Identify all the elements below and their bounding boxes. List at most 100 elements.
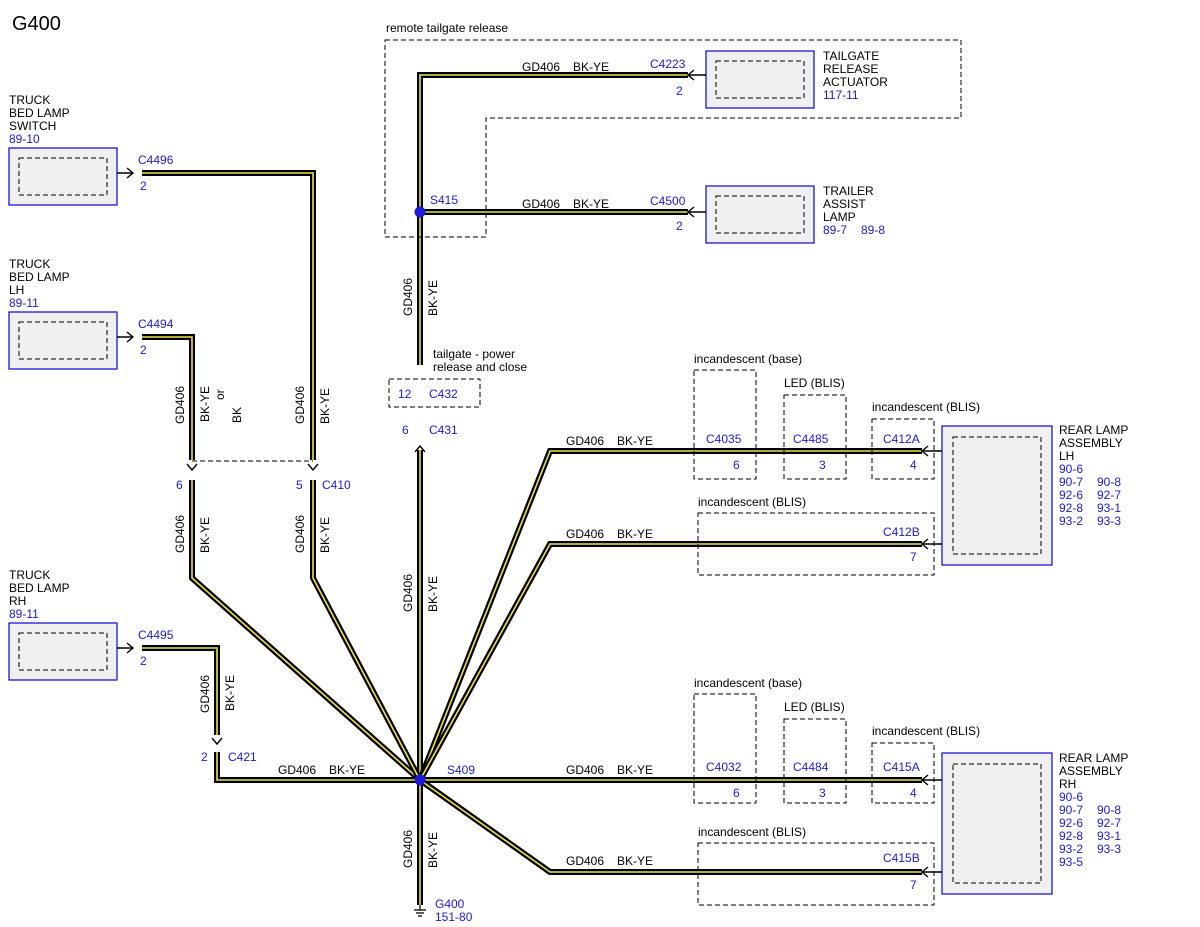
diagram-label: TRUCK xyxy=(9,257,50,271)
diagram-label: incandescent (BLIS) xyxy=(872,400,980,414)
diagram-label: 89-11 xyxy=(9,607,39,621)
diagram-label: BK-YE xyxy=(617,854,653,868)
diagram-label: BK-YE xyxy=(617,434,653,448)
diagram-label: 2 xyxy=(676,219,683,233)
diagram-label: BK-YE xyxy=(329,763,365,777)
component-boxes xyxy=(8,50,1053,895)
diagram-shape xyxy=(414,444,426,453)
diagram-label: BK-YE xyxy=(617,763,653,777)
diagram-label: incandescent (BLIS) xyxy=(698,495,806,509)
diagram-label: BK-YE xyxy=(223,675,237,711)
diagram-label: incandescent (base) xyxy=(694,676,802,690)
remote-tailgate-region xyxy=(384,39,962,238)
diagram-label: BK-YE xyxy=(426,280,440,316)
diagram-label: C4496 xyxy=(138,153,174,167)
splice-s415 xyxy=(414,206,426,218)
diagram-label: GD406 xyxy=(566,763,604,777)
diagram-label: 7 xyxy=(910,550,917,564)
diagram-label: 93-3 xyxy=(1097,514,1121,528)
diagram-label: 92-6 xyxy=(1059,488,1083,502)
diagram-label: BK-YE xyxy=(318,388,332,424)
diagram-label: 2 xyxy=(676,84,683,98)
diagram-label: BK-YE xyxy=(426,832,440,868)
diagram-label: GD406 xyxy=(293,515,307,553)
diagram-label: BK-YE xyxy=(198,386,212,422)
connector-labels: C4496 2 C4494 2 C4495 2 C4223 2 C4500 2 … xyxy=(138,57,920,924)
diagram-label: 93-5 xyxy=(1059,855,1083,869)
diagram-label: ACTUATOR xyxy=(823,75,888,89)
diagram-label: 3 xyxy=(819,458,826,472)
splice-s409 xyxy=(414,774,426,786)
dashed-regions xyxy=(192,39,962,906)
diagram-label: 93-2 xyxy=(1059,842,1083,856)
diagram-shape xyxy=(686,69,706,81)
diagram-label: BED LAMP xyxy=(9,270,70,284)
diagram-label: C432 xyxy=(429,387,458,401)
diagram-shape xyxy=(312,480,421,781)
diagram-shape xyxy=(419,450,922,781)
diagram-shape xyxy=(117,167,135,179)
diagram-shape xyxy=(783,718,847,804)
diagram-label: C4223 xyxy=(650,57,686,71)
diagram-label: S409 xyxy=(447,763,475,777)
diagram-label: C4484 xyxy=(793,760,829,774)
diagram-shape xyxy=(18,321,108,360)
diagram-label: C415A xyxy=(883,760,920,774)
diagram-label: GD406 xyxy=(401,574,415,612)
diagram-label: ASSIST xyxy=(823,197,866,211)
diagram-label: 93-1 xyxy=(1097,829,1121,843)
diagram-shape xyxy=(117,642,135,654)
diagram-shape xyxy=(697,842,935,906)
ground-icon xyxy=(414,905,426,917)
diagram-label: LH xyxy=(1059,449,1074,463)
diagram-shape xyxy=(693,369,757,480)
diagram-label: BED LAMP xyxy=(9,106,70,120)
diagram-label: 90-7 xyxy=(1059,803,1083,817)
diagram-label: 6 xyxy=(176,478,183,492)
diagram-label: GD406 xyxy=(173,515,187,553)
diagram-shape xyxy=(142,336,193,460)
diagram-label: RH xyxy=(9,594,26,608)
diagram-label: 92-7 xyxy=(1097,488,1121,502)
diagram-label: GD406 xyxy=(278,763,316,777)
diagram-label: 92-6 xyxy=(1059,816,1083,830)
diagram-label: C4500 xyxy=(650,194,686,208)
diagram-label: 6 xyxy=(733,786,740,800)
diagram-shape xyxy=(952,763,1042,884)
diagram-shape xyxy=(307,463,319,472)
diagram-shape xyxy=(783,394,847,480)
diagram-label: C431 xyxy=(429,423,458,437)
diagram-label: LAMP xyxy=(823,210,856,224)
diagram-label: BK-YE xyxy=(573,197,609,211)
diagram-label: C4485 xyxy=(793,432,829,446)
diagram-label: LH xyxy=(9,283,24,297)
connector-arrows xyxy=(117,69,942,878)
diagram-label: GD406 xyxy=(173,386,187,424)
diagram-label: GD406 xyxy=(522,60,560,74)
diagram-label: REAR LAMP xyxy=(1059,751,1128,765)
diagram-label: TRAILER xyxy=(823,184,874,198)
diagram-label: incandescent (base) xyxy=(694,352,802,366)
diagram-label: GD406 xyxy=(566,854,604,868)
diagram-label: BK-YE xyxy=(426,576,440,612)
diagram-label: release and close xyxy=(433,360,527,374)
diagram-label: 90-6 xyxy=(1059,790,1083,804)
diagram-label: C412B xyxy=(883,525,920,539)
component-labels: TRUCK BED LAMP SWITCH 89-10 TRUCK BED LA… xyxy=(9,49,1128,869)
diagram-label: 4 xyxy=(910,458,917,472)
diagram-label: GD406 xyxy=(522,197,560,211)
diagram-label: C412A xyxy=(883,432,920,446)
diagram-shape xyxy=(686,206,706,218)
diagram-label: 117-11 xyxy=(823,88,859,102)
diagram-label: RELEASE xyxy=(823,62,878,76)
diagram-title: G400 xyxy=(12,13,61,35)
diagram-shape xyxy=(142,172,314,460)
diagram-shape xyxy=(142,647,218,735)
diagram-shape xyxy=(920,538,942,550)
notes: remote tailgate release tailgate - power… xyxy=(386,21,980,839)
wire-labels-horizontal: GD406 BK-YE GD406 BK-YE GD406 BK-YE GD40… xyxy=(278,60,653,868)
diagram-label: tailgate - power xyxy=(433,347,515,361)
diagram-label: 3 xyxy=(819,786,826,800)
diagram-label: C4494 xyxy=(138,317,174,331)
diagram-label: 4 xyxy=(910,786,917,800)
